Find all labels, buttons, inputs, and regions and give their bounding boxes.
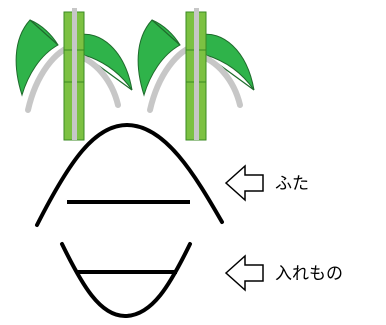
- bamboo-icon: [137, 8, 255, 141]
- lid-shape: [35, 122, 224, 227]
- bamboo-icon: [15, 8, 133, 141]
- left-arrow-icon: [224, 254, 264, 292]
- lid-label: ふた: [275, 174, 309, 194]
- left-arrow-icon: [224, 164, 264, 202]
- container-label: 入れもの: [275, 264, 343, 284]
- container-shape: [60, 242, 192, 319]
